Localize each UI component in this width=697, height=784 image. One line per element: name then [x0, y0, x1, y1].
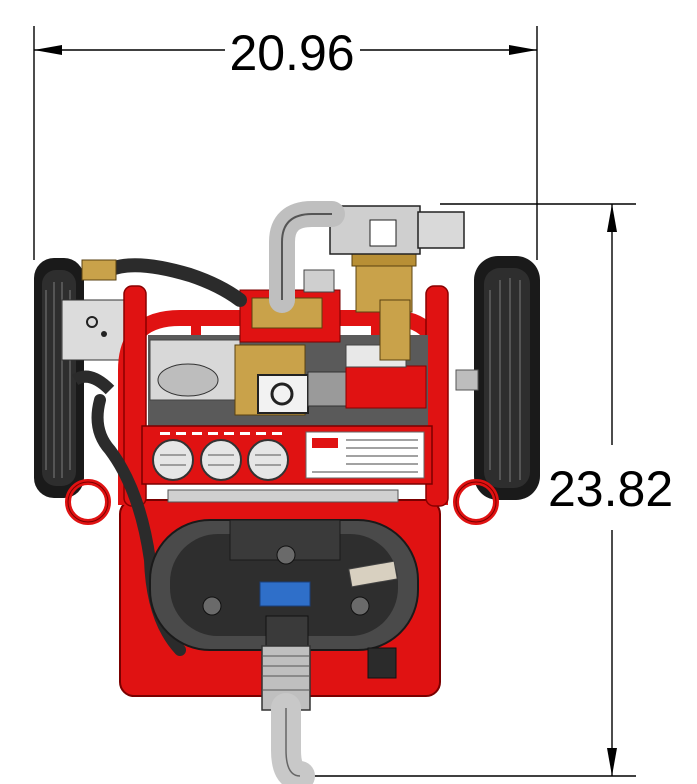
height-dimension — [300, 203, 636, 777]
width-dimension-value: 20.96 — [229, 25, 354, 81]
pressure-gauge-3 — [247, 439, 289, 481]
height-arrow-bottom — [607, 748, 617, 776]
top-valve-assembly — [329, 205, 465, 361]
pump-unit-front-view — [34, 201, 540, 784]
engine-compartment — [148, 289, 428, 430]
left-hose — [107, 258, 247, 307]
width-arrow-left — [34, 45, 62, 55]
pressure-gauge-1 — [152, 439, 194, 481]
right-wheel — [455, 256, 540, 500]
pressure-gauge-2 — [200, 439, 242, 481]
left-wheel — [34, 258, 127, 498]
pump-housing — [149, 519, 419, 651]
height-arrow-top — [607, 204, 617, 232]
height-dimension-value: 23.82 — [548, 461, 673, 517]
width-dimension — [33, 26, 538, 260]
width-arrow-right — [509, 45, 537, 55]
gauge-panel — [141, 425, 433, 485]
bottom-outlet-pipe — [261, 645, 315, 784]
blue-label — [259, 581, 311, 607]
